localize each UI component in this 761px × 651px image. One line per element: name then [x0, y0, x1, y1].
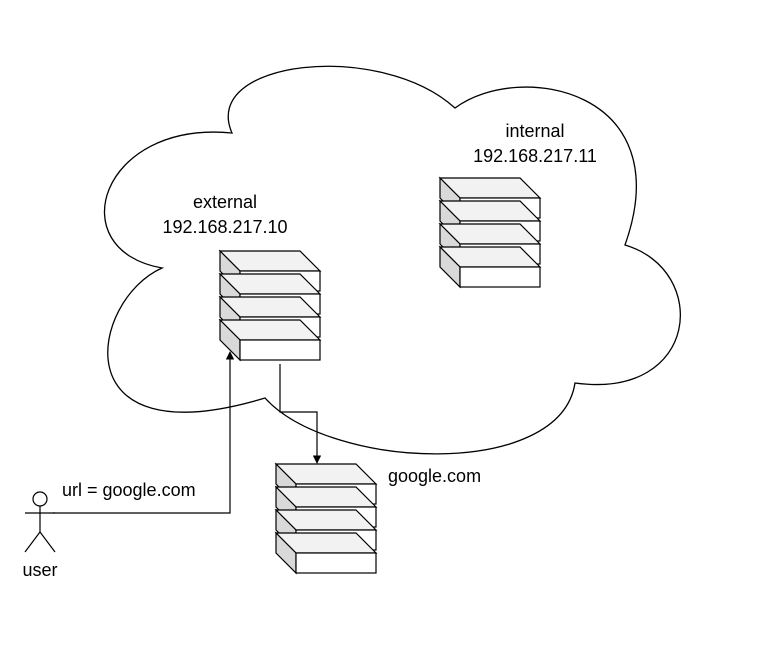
internal-server-icon[interactable]	[438, 176, 542, 289]
external-server-ip: 192.168.217.10	[162, 217, 287, 237]
external-to-google-connector[interactable]	[279, 364, 322, 464]
external-server-icon[interactable]	[218, 249, 322, 362]
google-server-icon[interactable]	[274, 462, 378, 575]
server-unit	[218, 318, 322, 362]
user-actor-icon[interactable]	[24, 491, 56, 553]
external-server-label: external	[193, 192, 257, 212]
server-unit	[438, 245, 542, 289]
internal-server-ip: 192.168.217.11	[473, 146, 597, 166]
network-cloud	[103, 65, 681, 455]
user-to-external-connector[interactable]	[53, 351, 235, 514]
server-unit	[274, 531, 378, 575]
user-to-external-label: url = google.com	[62, 480, 196, 500]
internal-server-label: internal	[505, 121, 564, 141]
user-actor-label: user	[22, 560, 57, 580]
google-server-label: google.com	[388, 466, 481, 486]
